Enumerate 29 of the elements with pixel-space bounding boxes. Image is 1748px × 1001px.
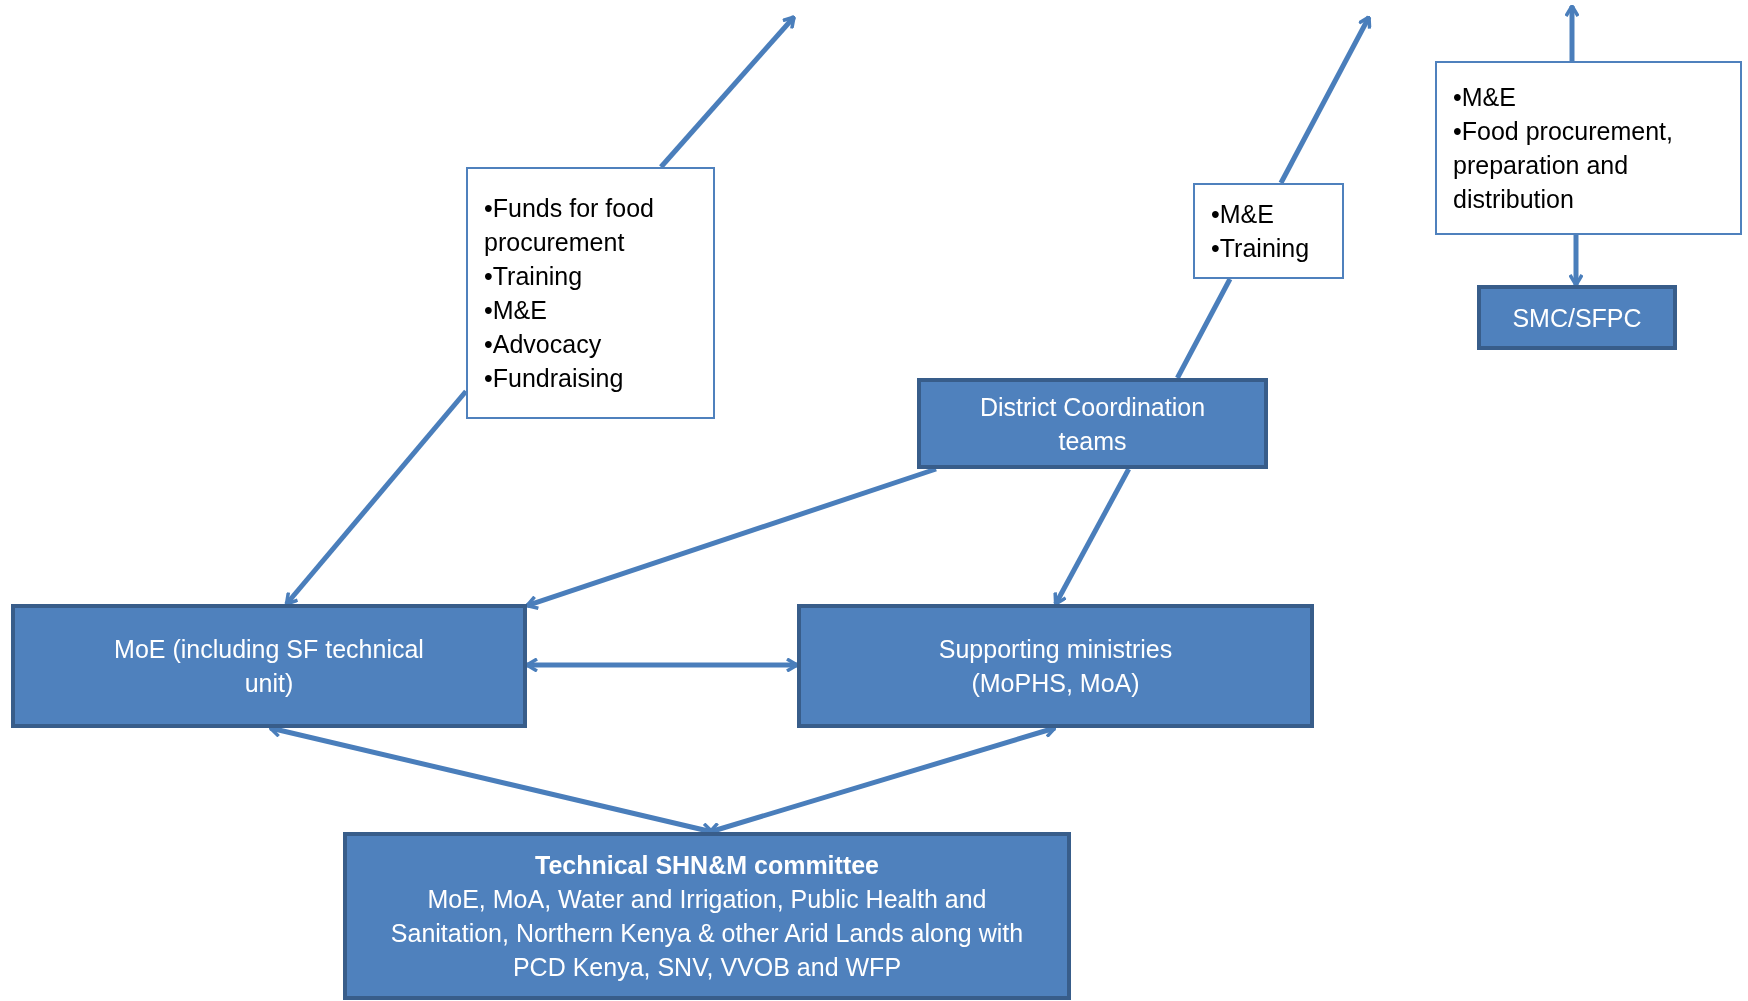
bullet-item: •Training	[1211, 233, 1311, 264]
note-box	[466, 167, 715, 419]
process-box	[11, 604, 527, 728]
process-box	[797, 604, 1314, 728]
bullet-item: •Food procurement, preparation and distribution	[1453, 116, 1674, 215]
bullet-item: •M&E	[1211, 199, 1275, 230]
arrow	[1278, 15, 1372, 185]
bullet-item: •M&E	[484, 295, 548, 326]
arrow	[659, 15, 796, 169]
arrow	[1564, 4, 1580, 61]
process-box	[343, 832, 1071, 1000]
arrow	[1053, 467, 1131, 606]
box-text: District Coordination teams	[978, 391, 1207, 457]
note-box	[1435, 61, 1742, 235]
bullet-item: •Fundraising	[484, 363, 625, 394]
bullet-item: •Advocacy	[484, 329, 603, 360]
box-heading: Technical SHN&M committee	[534, 850, 880, 881]
process-box	[917, 378, 1268, 469]
arrow	[1568, 235, 1584, 287]
box-text: MoE (including SF technical unit)	[113, 634, 425, 699]
box-text: Supporting ministries (MoPHS, MoA)	[937, 634, 1174, 699]
process-box	[1477, 285, 1677, 350]
note-box	[1193, 183, 1344, 279]
box-text: MoE, MoA, Water and Irrigation, Public Health and Sanitation, Northern Kenya & other Arid Lands along with PCD Kenya, SNV, VVOB and WFP	[389, 884, 1025, 983]
box-text: SMC/SFPC	[1512, 302, 1642, 334]
arrow	[284, 389, 468, 606]
bullet-item: •Training	[484, 261, 584, 292]
bullet-item: •M&E	[1453, 82, 1517, 113]
bullet-item: •Funds for food procurement	[484, 193, 655, 258]
